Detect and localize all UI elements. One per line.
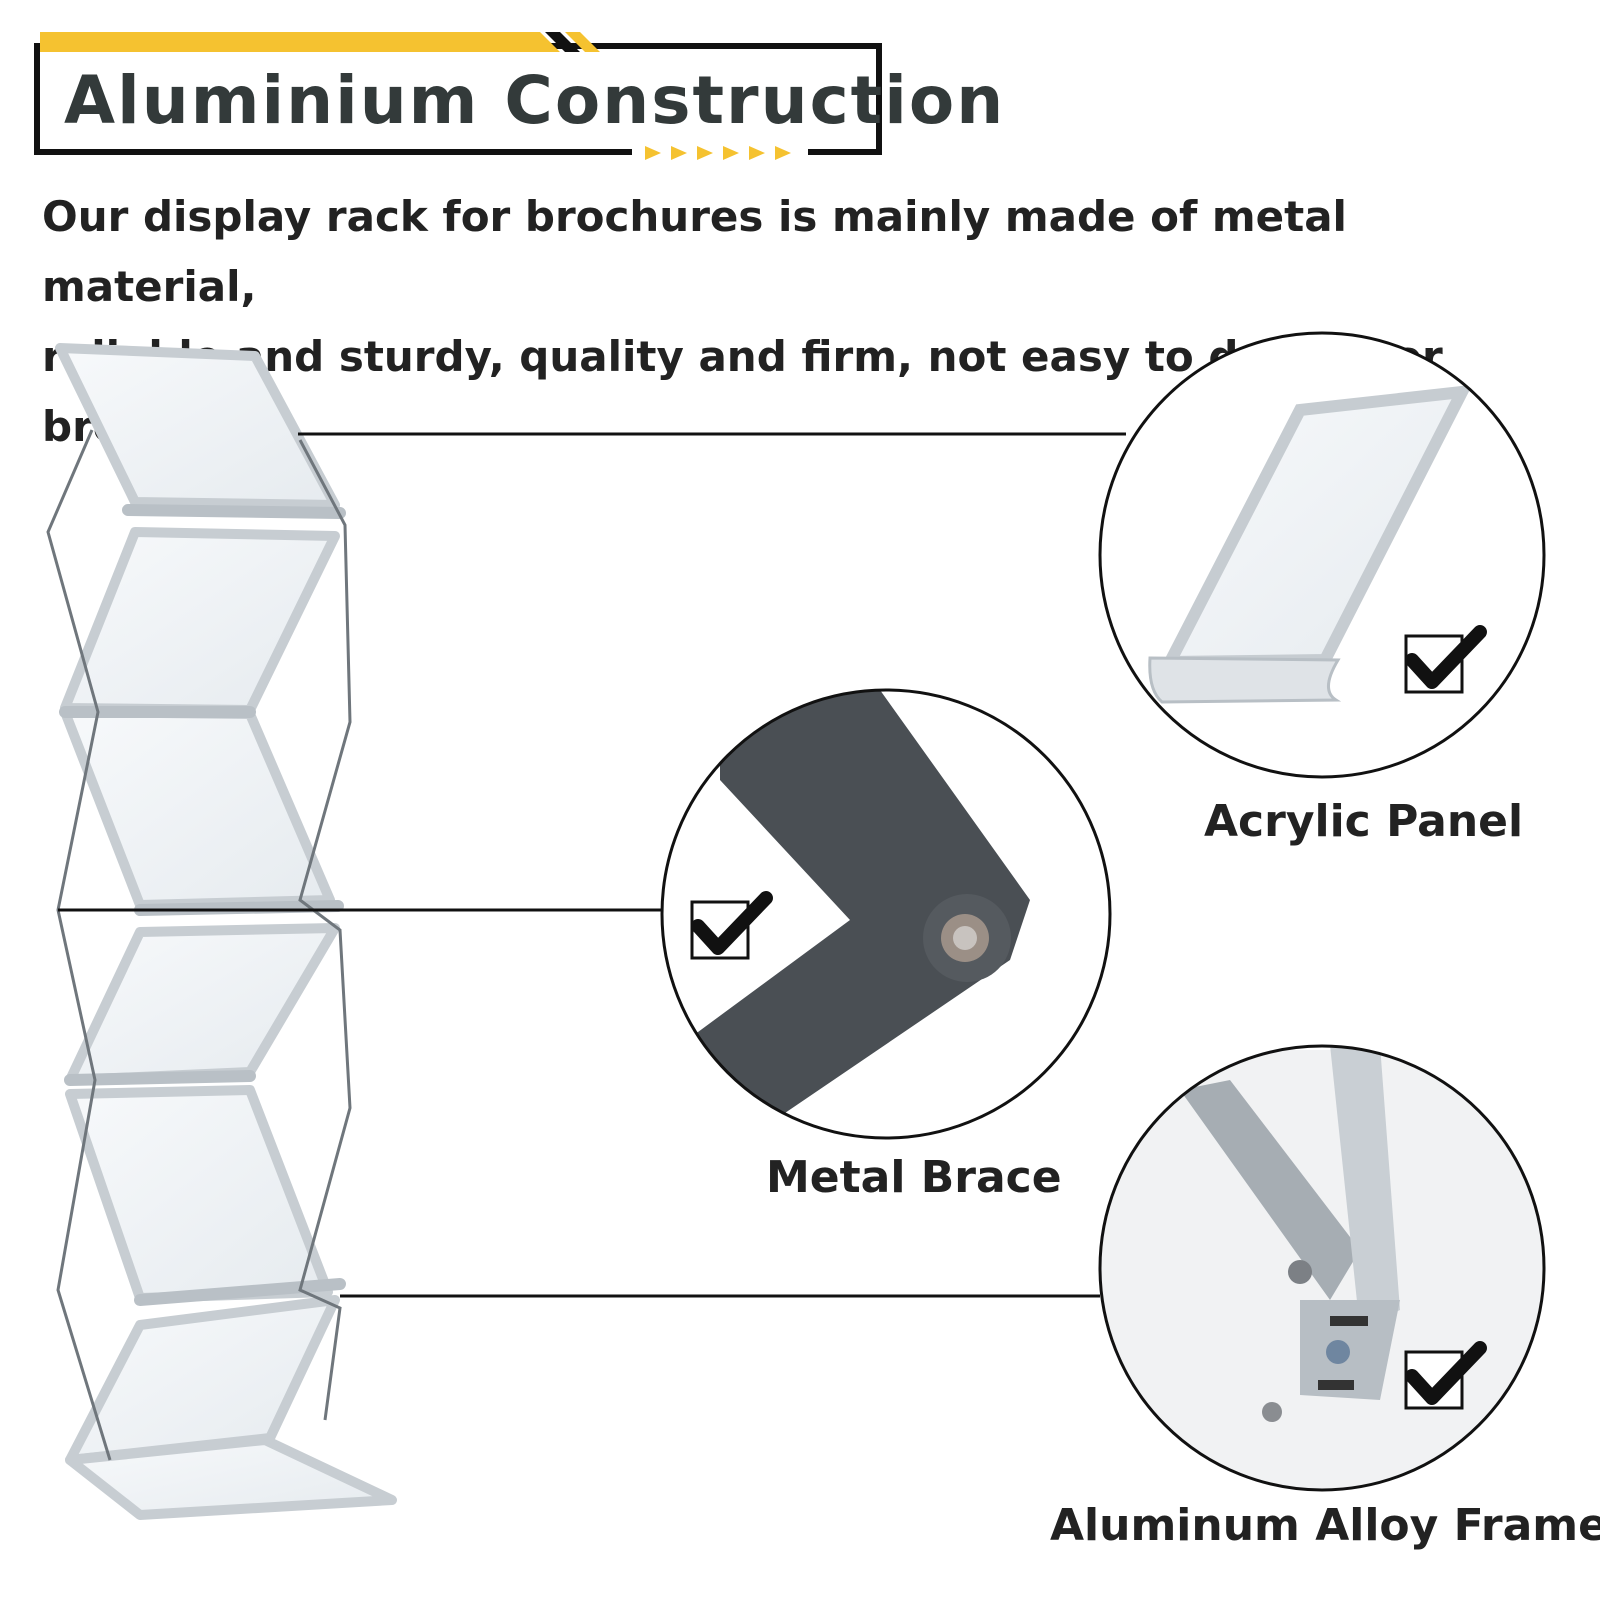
arrow-row-icon	[645, 146, 791, 160]
check-icon	[1404, 1341, 1487, 1410]
check-icon	[690, 891, 773, 960]
rack-panel	[60, 527, 340, 715]
rack-panel	[55, 343, 340, 510]
intro-line-1: Our display rack for brochures is mainly…	[42, 192, 1347, 311]
label-acrylic-panel: Acrylic Panel	[1204, 796, 1524, 847]
accent-stripe	[565, 32, 600, 52]
panel-shelf-lip	[1148, 656, 1342, 704]
rack-panel	[65, 923, 340, 1085]
aluminum-frame-detail	[1098, 1044, 1546, 1492]
page-title: Aluminium Construction	[64, 62, 1006, 139]
accent-stripe	[545, 32, 580, 52]
frame-edge	[1180, 1080, 1360, 1300]
screw	[1326, 1340, 1350, 1364]
brochure-rack	[55, 343, 397, 1520]
rack-panel	[60, 707, 335, 910]
brace-bar-image	[662, 690, 1030, 1130]
rack-base	[65, 1435, 397, 1520]
screw	[1288, 1260, 1312, 1284]
label-aluminum-alloy-frame: Aluminum Alloy Frame	[1050, 1500, 1600, 1551]
yellow-accent-bar	[40, 32, 560, 52]
connector-lines	[58, 432, 1126, 1298]
rack-panel	[65, 1085, 333, 1303]
rack-panel	[65, 1295, 340, 1465]
label-metal-brace: Metal Brace	[766, 1152, 1062, 1203]
metal-brace-detail	[660, 688, 1112, 1140]
acrylic-panel-detail	[1098, 331, 1546, 779]
check-icon	[1404, 625, 1487, 694]
screw	[1262, 1402, 1282, 1422]
